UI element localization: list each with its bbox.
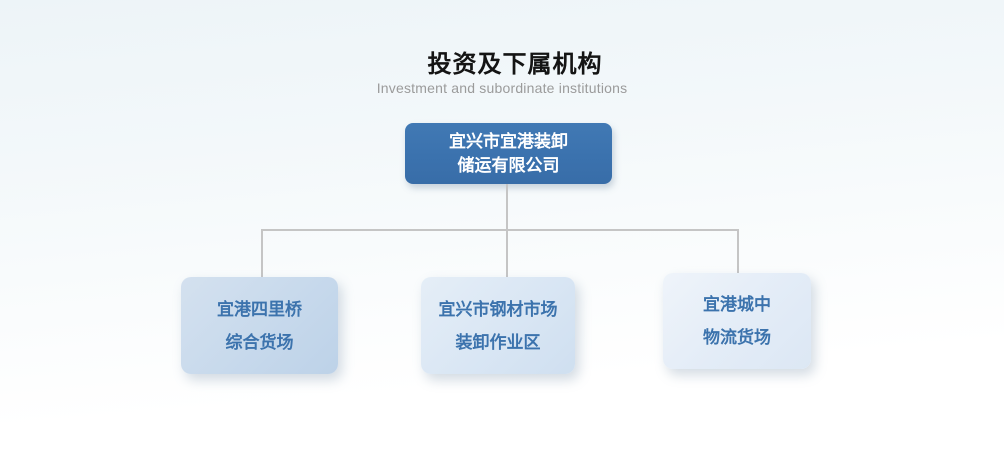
- page-subtitle: Investment and subordinate institutions: [376, 80, 628, 96]
- connector-root-stem: [506, 184, 508, 230]
- org-node-child-1-line1: 宜港四里桥: [217, 299, 302, 319]
- org-node-root-line2: 储运有限公司: [457, 155, 560, 175]
- org-node-child-3: 宜港城中 物流货场: [663, 273, 811, 369]
- org-node-child-1: 宜港四里桥 综合货场: [181, 277, 338, 374]
- org-node-root: 宜兴市宜港装卸 储运有限公司: [405, 123, 612, 184]
- org-node-root-line1: 宜兴市宜港装卸: [449, 131, 568, 151]
- connector-drop-middle: [506, 231, 508, 277]
- connector-drop-right: [737, 231, 739, 273]
- connector-drop-left: [261, 231, 263, 277]
- org-node-child-1-line2: 综合货场: [225, 332, 294, 352]
- org-node-child-2-line2: 装卸作业区: [455, 332, 541, 352]
- org-node-child-2-line1: 宜兴市钢材市场: [438, 299, 558, 319]
- page-title: 投资及下属机构: [427, 51, 603, 78]
- org-node-child-2: 宜兴市钢材市场 装卸作业区: [421, 277, 575, 374]
- org-node-child-3-line1: 宜港城中: [703, 295, 771, 314]
- connector-horizontal-bar: [261, 229, 739, 231]
- org-node-child-3-line2: 物流货场: [703, 328, 771, 347]
